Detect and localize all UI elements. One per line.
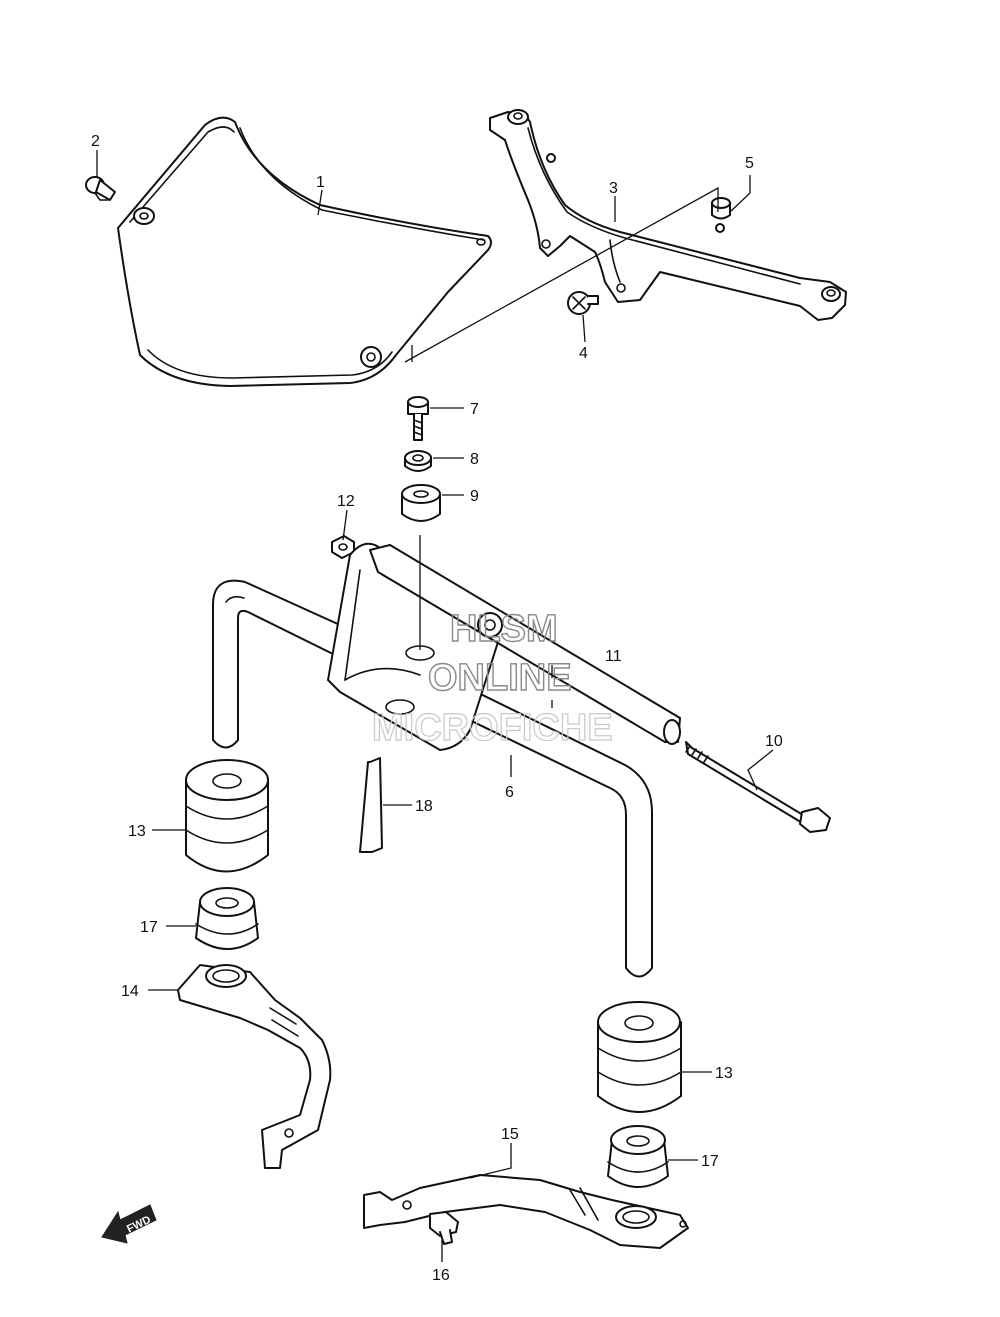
watermark-line-3: MICROFICHE — [372, 707, 613, 749]
callout-5: 5 — [745, 155, 754, 172]
watermark-line-2: ONLINE — [428, 657, 572, 699]
part-10-long-bolt[interactable] — [685, 741, 831, 833]
leader-lines — [96, 150, 774, 1262]
callout-11: 11 — [605, 648, 622, 665]
callout-4: 4 — [579, 345, 588, 362]
part-9-cushion[interactable] — [401, 484, 441, 522]
part-14-stay-left[interactable] — [177, 964, 332, 1169]
callout-16: 16 — [432, 1267, 450, 1284]
part-7-bolt[interactable] — [407, 396, 429, 441]
callout-17-left: 17 — [140, 919, 158, 936]
guide-line-upper — [404, 186, 719, 363]
part-17-rubber-right[interactable] — [607, 1125, 669, 1188]
callout-6: 6 — [505, 784, 514, 801]
part-8-collar[interactable] — [404, 450, 432, 472]
callout-8: 8 — [470, 451, 479, 468]
callout-numbers: 2 1 3 5 4 7 8 9 12 11 10 6 18 13 17 14 1… — [91, 133, 783, 1284]
part-18-strip[interactable] — [359, 757, 383, 853]
part-15-stay-right[interactable] — [363, 1174, 689, 1249]
callout-9: 9 — [470, 488, 479, 505]
watermark: HLSM ONLINE MICROFICHE — [371, 607, 613, 749]
arrow-icon — [101, 1204, 157, 1244]
callout-13-left: 13 — [128, 823, 146, 840]
fwd-direction-arrow: FWD — [101, 1204, 157, 1244]
part-13-damper-left[interactable] — [185, 759, 269, 873]
callout-15: 15 — [501, 1126, 519, 1143]
part-5-grommet[interactable] — [711, 197, 731, 220]
part-3-bracket[interactable] — [489, 109, 847, 321]
part-6-frame-tube[interactable] — [212, 579, 653, 978]
part-11-bracket[interactable] — [327, 542, 681, 751]
callout-3: 3 — [609, 180, 618, 197]
callout-13-right: 13 — [715, 1065, 733, 1082]
part-2-clip[interactable] — [85, 176, 116, 201]
part-4-screw[interactable] — [567, 291, 599, 315]
callout-2: 2 — [91, 133, 100, 150]
part-1-side-cover[interactable] — [117, 116, 492, 387]
callout-18: 18 — [415, 798, 433, 815]
callout-1: 1 — [316, 174, 325, 191]
callout-17-right: 17 — [701, 1153, 719, 1170]
callout-10: 10 — [765, 733, 783, 750]
callout-7: 7 — [470, 401, 479, 418]
watermark-line-1: HLSM — [450, 608, 558, 650]
callout-12: 12 — [337, 493, 355, 510]
part-17-rubber-left[interactable] — [195, 887, 259, 950]
part-13-damper-right[interactable] — [597, 1001, 682, 1113]
part-16-bolt[interactable] — [429, 1211, 459, 1245]
callout-14: 14 — [121, 983, 139, 1000]
